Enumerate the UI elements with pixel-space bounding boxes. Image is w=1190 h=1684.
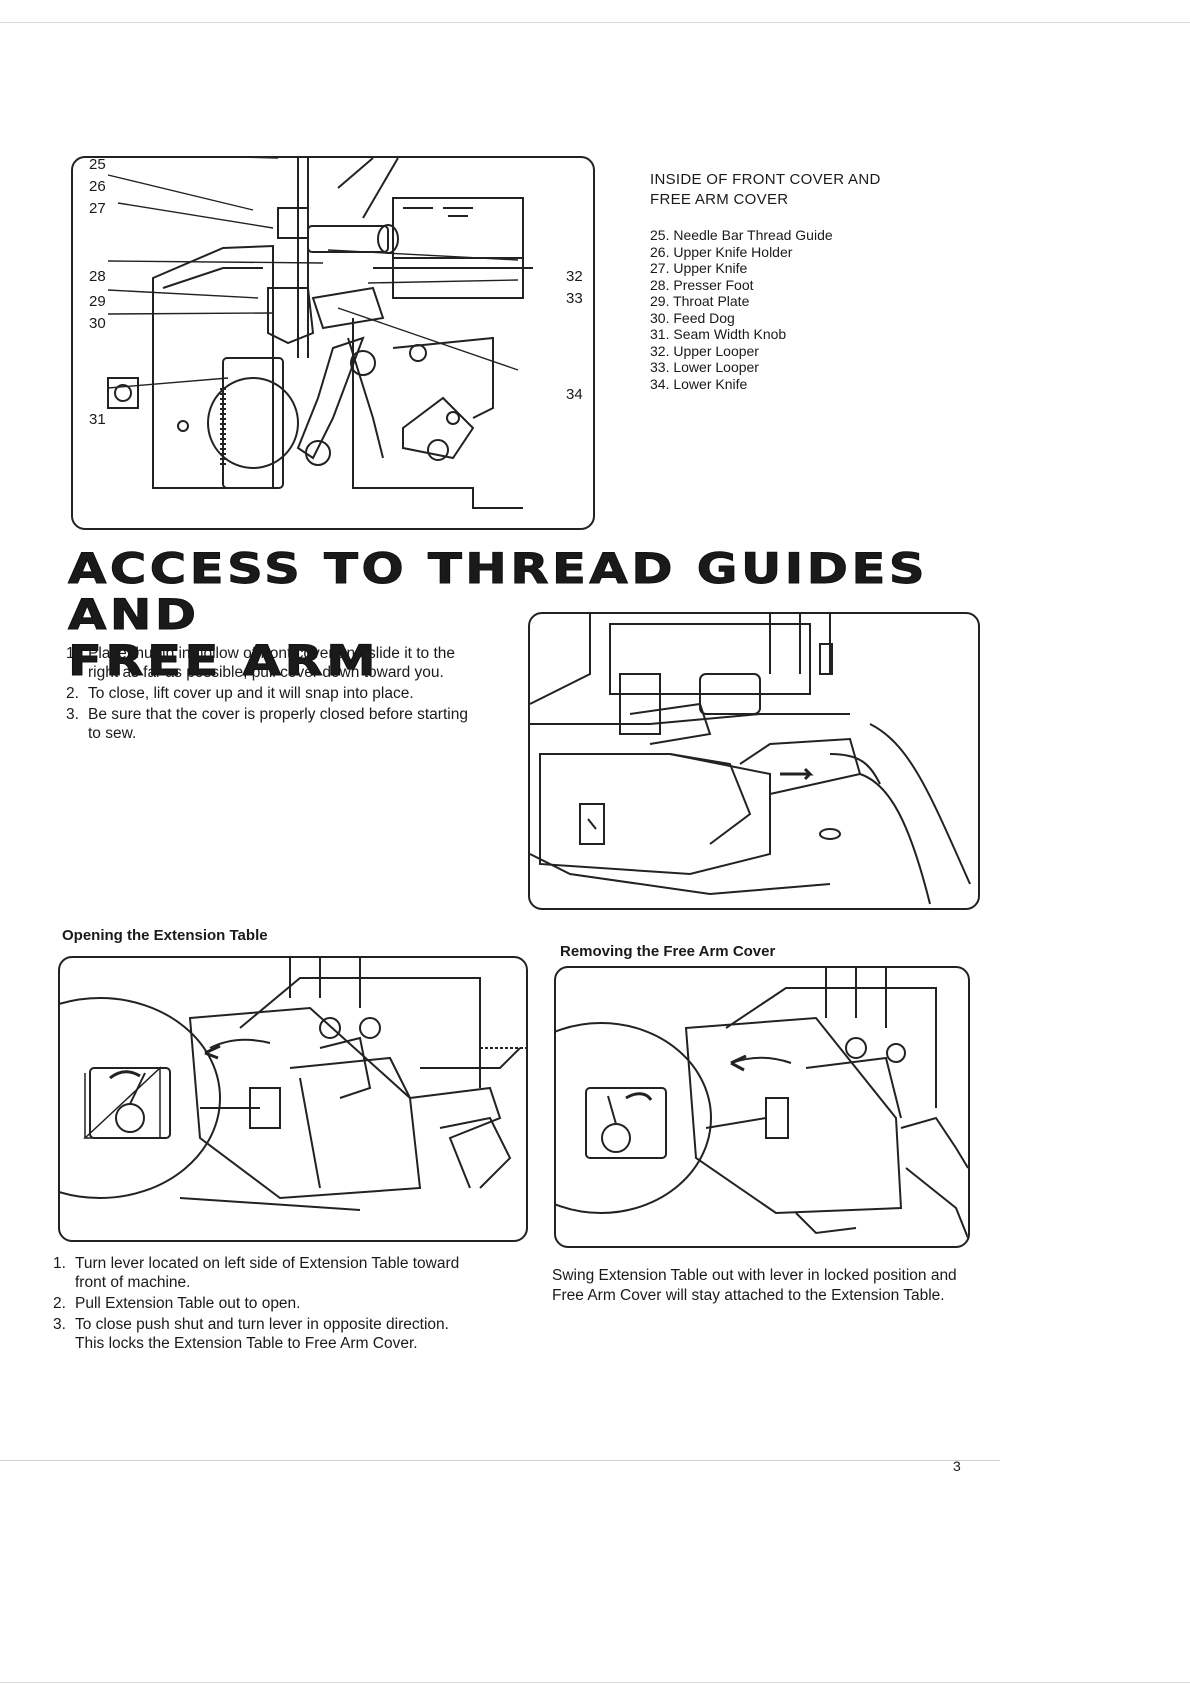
part-item: 32. Upper Looper bbox=[650, 342, 759, 359]
page-number: 3 bbox=[953, 1458, 961, 1474]
part-item: 30. Feed Dog bbox=[650, 309, 735, 326]
parts-title-line-2: FREE ARM COVER bbox=[650, 191, 789, 208]
front-cover-illustration bbox=[107, 158, 533, 509]
section-heading-line-1: ACCESS TO THREAD GUIDES AND bbox=[67, 544, 929, 639]
step-item: 1.Turn lever located on left side of Ext… bbox=[53, 1255, 460, 1291]
part-item: 29. Throat Plate bbox=[650, 293, 750, 309]
extension-table-caption: Opening the Extension Table bbox=[62, 927, 268, 944]
callout-28: 28 bbox=[89, 268, 106, 285]
front-cover-illustration-2 bbox=[530, 614, 971, 905]
free-arm-cover-diagram bbox=[554, 966, 970, 1248]
callout-33: 33 bbox=[566, 290, 583, 307]
step-item: 3.To close push shut and turn lever in o… bbox=[53, 1316, 449, 1352]
callout-31: 31 bbox=[89, 411, 106, 428]
front-cover-photo bbox=[528, 612, 980, 910]
front-cover-steps: 1.Place thumb in hollow of front cover a… bbox=[66, 644, 476, 745]
scan-bottom-line bbox=[0, 1460, 1000, 1461]
scan-bottom-line-2 bbox=[0, 1682, 1190, 1683]
part-item: 31. Seam Width Knob bbox=[650, 326, 787, 342]
callout-34: 34 bbox=[566, 386, 583, 403]
front-cover-diagram: 25 26 27 28 29 30 31 32 33 34 bbox=[71, 156, 595, 530]
extension-table-steps: 1.Turn lever located on left side of Ext… bbox=[53, 1254, 463, 1355]
step-item: 1.Place thumb in hollow of front cover a… bbox=[66, 645, 456, 681]
section-heading-line-2: FREE ARM bbox=[67, 636, 380, 685]
callout-32: 32 bbox=[566, 268, 583, 285]
parts-list: 25. Needle Bar Thread Guide 26. Upper Kn… bbox=[650, 227, 950, 392]
callout-27: 27 bbox=[89, 200, 106, 217]
part-item: 34. Lower Knife bbox=[650, 375, 748, 392]
part-item: 25. Needle Bar Thread Guide bbox=[650, 227, 833, 243]
step-item: 2.To close, lift cover up and it will sn… bbox=[66, 685, 414, 702]
parts-title: INSIDE OF FRONT COVER AND FREE ARM COVER bbox=[650, 170, 950, 210]
free-arm-cover-caption: Removing the Free Arm Cover bbox=[560, 943, 776, 960]
parts-legend: INSIDE OF FRONT COVER AND FREE ARM COVER… bbox=[650, 170, 950, 392]
callout-30: 30 bbox=[89, 315, 106, 332]
free-arm-cover-text: Swing Extension Table out with lever in … bbox=[552, 1267, 957, 1304]
callout-25: 25 bbox=[89, 156, 106, 173]
callout-29: 29 bbox=[89, 293, 106, 310]
extension-table-illustration bbox=[60, 958, 526, 1211]
extension-table-diagram bbox=[58, 956, 528, 1242]
part-item: 28. Presser Foot bbox=[650, 276, 754, 293]
step-item: 3.Be sure that the cover is properly clo… bbox=[66, 706, 468, 742]
scan-top-line bbox=[0, 22, 1190, 23]
parts-title-line-1: INSIDE OF FRONT COVER AND bbox=[650, 171, 881, 188]
part-item: 27. Upper Knife bbox=[650, 260, 748, 276]
callout-26: 26 bbox=[89, 178, 106, 195]
free-arm-cover-illustration bbox=[556, 968, 968, 1239]
part-item: 26. Upper Knife Holder bbox=[650, 243, 793, 260]
step-item: 2.Pull Extension Table out to open. bbox=[53, 1295, 301, 1312]
part-item: 33. Lower Looper bbox=[650, 359, 759, 375]
section-heading: ACCESS TO THREAD GUIDES AND FREE ARM bbox=[67, 545, 925, 684]
